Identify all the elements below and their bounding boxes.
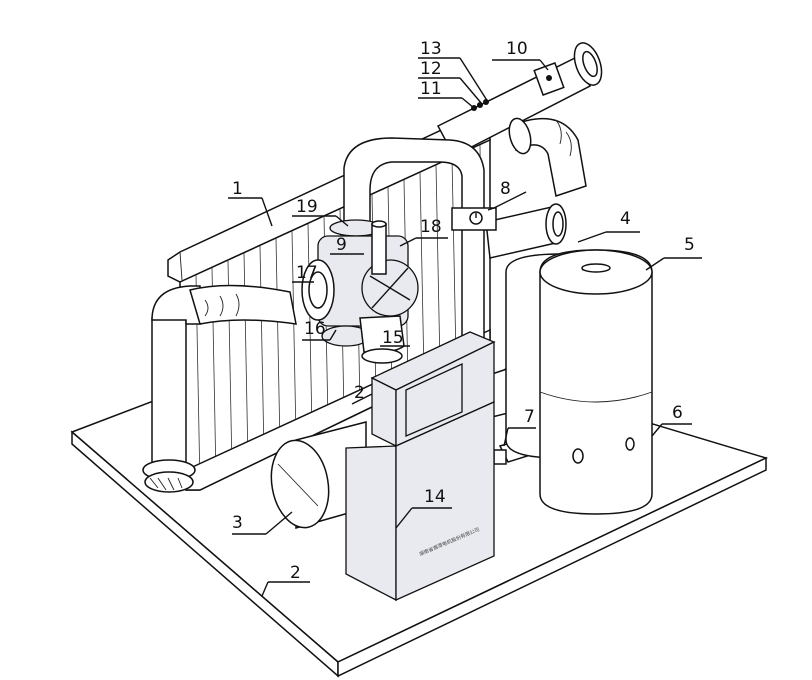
callout-2-upper: 2 (354, 383, 365, 403)
control-cabinet: 湖南省湘潭电机股份有限公司 (345, 331, 496, 602)
callout-18: 18 (420, 217, 442, 237)
callout-4: 4 (620, 209, 631, 229)
callout-7: 7 (524, 407, 535, 427)
callouts: 1 2 3 4 5 6 7 8 9 10 (228, 39, 702, 597)
callout-16: 16 (304, 319, 326, 339)
left-return-pipe (142, 284, 297, 493)
right-middle-pipe (485, 203, 567, 259)
cabinet-screen (405, 362, 463, 437)
callout-2: 2 (290, 563, 301, 583)
callout-15: 15 (382, 328, 404, 348)
right-upper-elbow (508, 117, 587, 197)
gauge-clamp (451, 207, 497, 231)
callout-17: 17 (296, 263, 318, 283)
callout-13: 13 (420, 39, 442, 59)
callout-6: 6 (672, 403, 683, 423)
callout-3: 3 (232, 513, 243, 533)
top-outlet-pipe (436, 42, 603, 158)
callout-1: 1 (232, 179, 243, 199)
callout-14: 14 (424, 487, 446, 507)
callout-5: 5 (684, 235, 695, 255)
valve-cross-junction (301, 219, 419, 347)
callout-8: 8 (500, 179, 511, 199)
callout-11: 11 (420, 79, 442, 99)
callout-10: 10 (506, 39, 528, 59)
callout-9: 9 (336, 235, 347, 255)
callout-12: 12 (420, 59, 442, 79)
storage-tank (505, 249, 653, 515)
callout-19: 19 (296, 197, 318, 217)
